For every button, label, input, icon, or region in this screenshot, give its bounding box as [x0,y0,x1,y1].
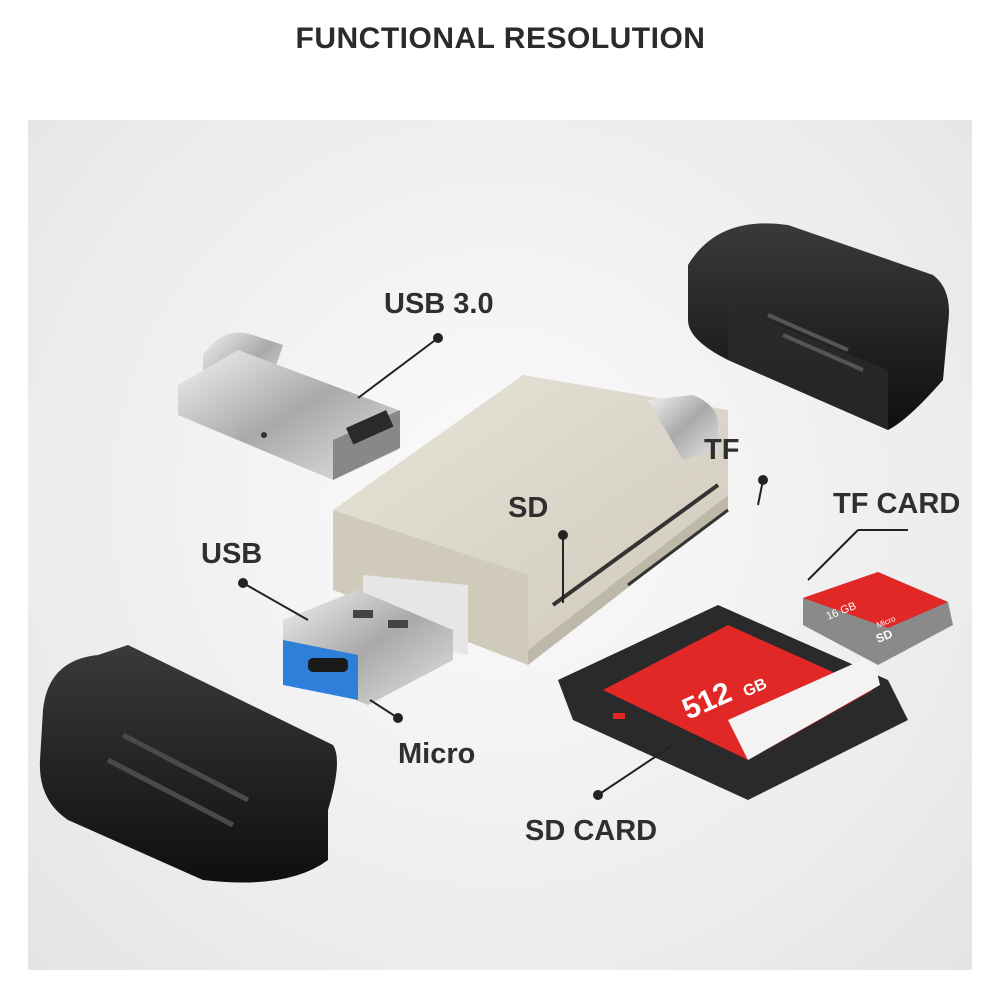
sd-card: 512 GB [558,605,908,800]
product-scene: 512 GB 16 GB Micro SD USB 3.0 TF SD TF C… [28,120,972,970]
callout-usb30: USB 3.0 [384,288,494,320]
callout-micro: Micro [398,738,476,770]
bottom-cap [39,645,337,883]
page-title: FUNCTIONAL RESOLUTION [295,22,706,55]
top-cap [688,223,949,430]
callout-sd: SD [508,492,549,524]
card-reader-body [333,375,729,665]
tf-card: 16 GB Micro SD [803,572,953,665]
callout-usb: USB [201,538,263,570]
callout-leaders [238,333,908,800]
product-illustration: 512 GB 16 GB Micro SD [39,223,953,883]
callout-sd-card: SD CARD [525,815,658,847]
usb30-connector [178,332,400,480]
callout-tf-card: TF CARD [833,488,961,520]
usb-plug [283,575,468,705]
tf-card-sd-mark: SD [874,626,895,645]
callout-tf: TF [704,434,740,466]
